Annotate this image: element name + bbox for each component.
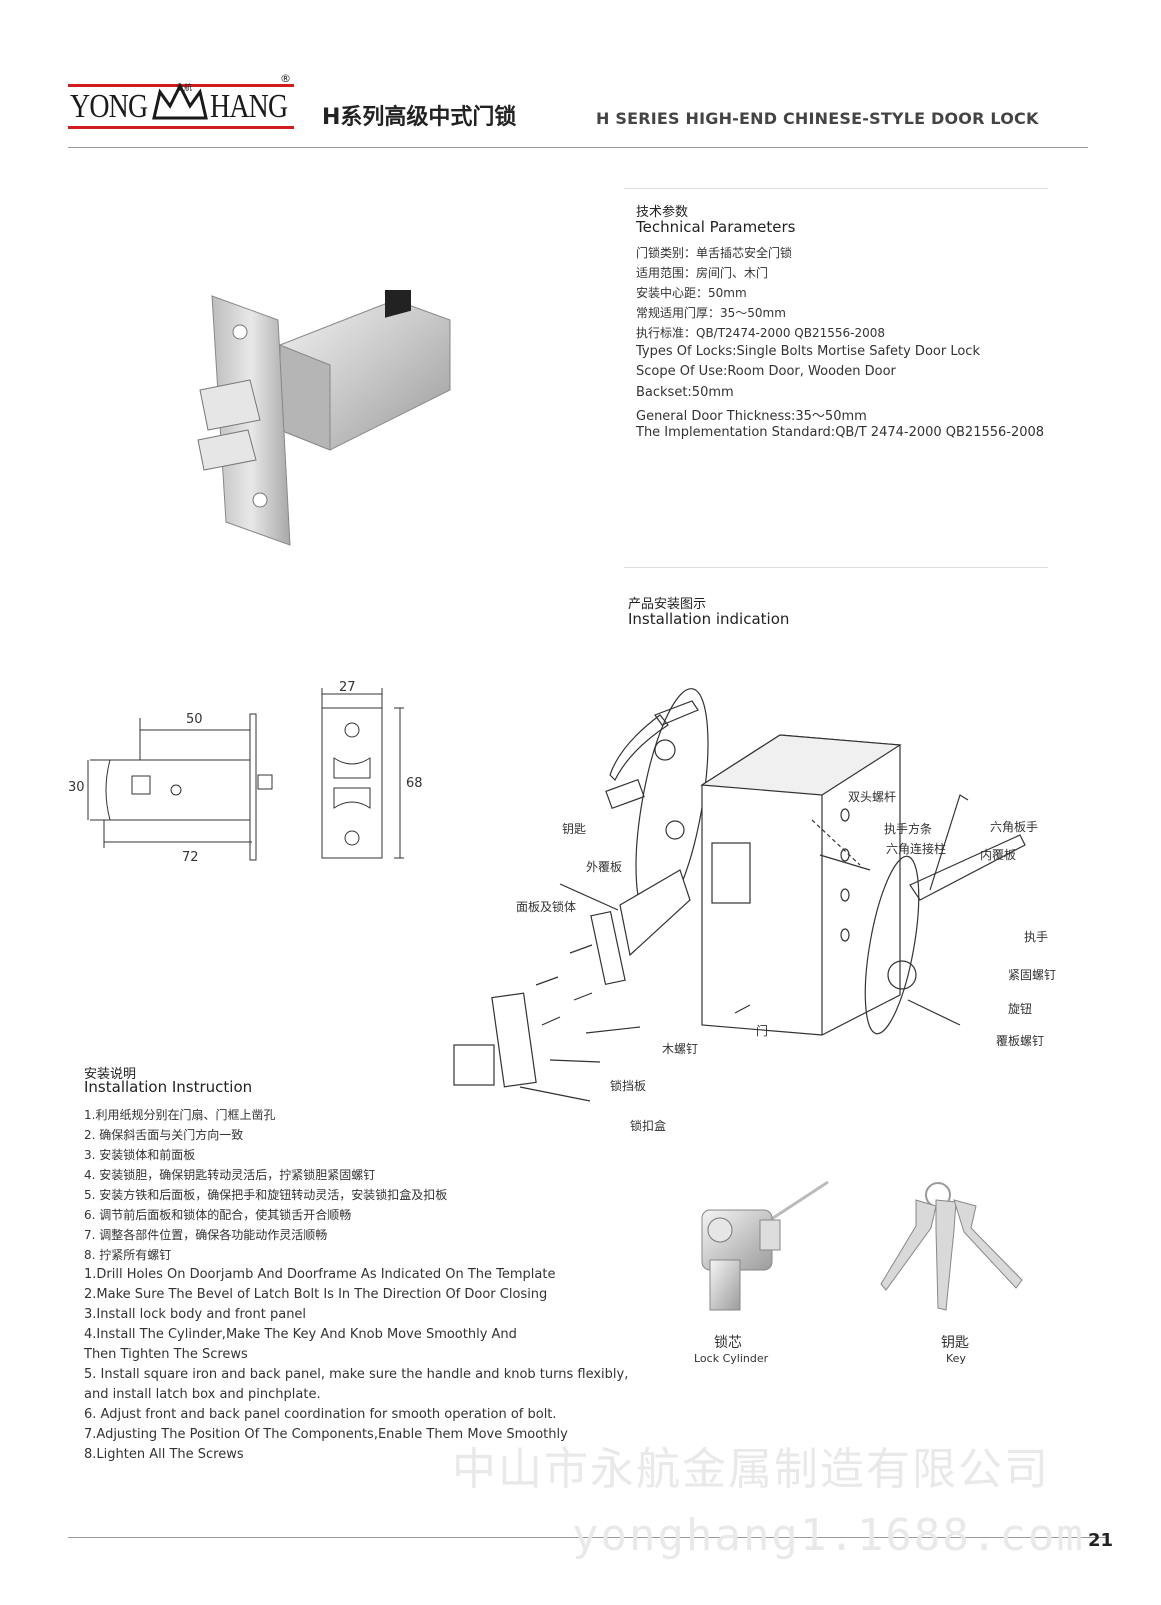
instruction-step: 1.Drill Holes On Doorjamb And Doorframe … [84, 1267, 556, 1282]
label-inner-cover: 内覆板 [980, 848, 1017, 862]
instruction-step: 5. Install square iron and back panel, m… [84, 1367, 629, 1382]
label-hex-post: 六角连接柱 [886, 842, 947, 856]
page-title-cn: H系列高级中式门锁 [322, 105, 517, 130]
instruction-step: 8.Lighten All The Screws [84, 1447, 244, 1462]
tech-param: Backset:50mm [636, 385, 734, 400]
tech-param: Scope Of Use:Room Door, Wooden Door [636, 364, 896, 379]
dim-50: 50 [186, 712, 203, 727]
label-knob: 旋钮 [1008, 1002, 1033, 1016]
keys-photo [880, 1182, 1023, 1311]
instruction-step: 7. 调整各部件位置，确保各功能动作灵活顺畅 [84, 1228, 328, 1242]
dimension-drawing [87, 688, 404, 861]
instruction-title-en: Installation Instruction [84, 1078, 253, 1096]
footer-rule [68, 1537, 1108, 1538]
label-strike-plate: 锁挡板 [610, 1079, 647, 1093]
instruction-step: and install latch box and pinchplate. [84, 1387, 321, 1402]
tech-title-cn: 技术参数 [636, 205, 689, 220]
instruction-step: 4. 安装锁胆，确保钥匙转动灵活后，拧紧锁胆紧固螺钉 [84, 1168, 376, 1182]
instruction-step: 4.Install The Cylinder,Make The Key And … [84, 1327, 517, 1342]
label-handle: 执手 [1024, 930, 1049, 944]
tech-param: 门锁类别：单舌插芯安全门锁 [636, 246, 793, 260]
header-rule [68, 147, 1088, 148]
tech-param: 执行标准：QB/T2474-2000 QB21556-2008 [636, 326, 885, 340]
svg-text:永航: 永航 [176, 82, 192, 92]
label-strike-box: 锁扣盒 [630, 1119, 667, 1133]
logo-text-right: HANG [210, 88, 288, 125]
tech-param: The Implementation Standard:QB/T 2474-20… [636, 425, 1045, 440]
key-caption-en: Key [946, 1352, 966, 1365]
dim-68: 68 [406, 776, 423, 791]
label-fix-screw: 紧固螺钉 [1008, 968, 1057, 982]
instruction-step: 1.利用纸规分别在门扇、门框上凿孔 [84, 1108, 276, 1122]
tech-param: 常规适用门厚：35～50mm [636, 306, 786, 320]
logo-text-left: YONG [70, 88, 148, 125]
instruction-step: 6. Adjust front and back panel coordinat… [84, 1407, 557, 1422]
label-outer-cover: 外覆板 [586, 860, 623, 874]
tech-param: 安装中心距：50mm [636, 286, 747, 300]
cylinder-caption-en: Lock Cylinder [694, 1352, 769, 1365]
dim-30: 30 [68, 780, 85, 795]
tech-param: 适用范围：房间门、木门 [636, 266, 769, 280]
label-door: 门 [756, 1024, 769, 1038]
label-hex-wrench: 六角板手 [990, 820, 1039, 834]
tech-param: General Door Thickness:35～50mm [636, 409, 867, 424]
install-title-cn: 产品安装图示 [628, 597, 707, 612]
instruction-step: 2. 确保斜舌面与关门方向一致 [84, 1128, 244, 1142]
key-caption-cn: 钥匙 [941, 1335, 969, 1351]
watermark-url: yonghang1.1688.com [572, 1510, 1085, 1561]
dim-72: 72 [182, 850, 199, 865]
tech-title-en: Technical Parameters [636, 218, 796, 236]
instruction-step: 7.Adjusting The Position Of The Componen… [84, 1427, 568, 1442]
instruction-step: 6. 调节前后面板和锁体的配合，使其锁舌开合顺畅 [84, 1208, 352, 1222]
label-key: 钥匙 [562, 822, 587, 836]
instruction-step: 3.Install lock body and front panel [84, 1307, 307, 1322]
dim-27: 27 [339, 680, 356, 695]
page-number: 21 [1088, 1530, 1114, 1551]
lock-cylinder-photo [701, 1180, 829, 1311]
instruction-step: 5. 安装方铁和后面板，确保把手和旋钮转动灵活，安装锁扣盒及扣板 [84, 1188, 448, 1202]
tech-bottom-rule [624, 567, 1048, 568]
page-title-en: H SERIES HIGH-END CHINESE-STYLE DOOR LOC… [596, 109, 1039, 128]
instruction-step: 2.Make Sure The Bevel of Latch Bolt Is I… [84, 1287, 548, 1302]
install-title-en: Installation indication [628, 610, 790, 628]
instruction-step: 8. 拧紧所有螺钉 [84, 1248, 172, 1262]
label-panel-body: 面板及锁体 [516, 900, 577, 914]
logo-bottom-rule [68, 126, 294, 129]
instruction-title-cn: 安装说明 [84, 1067, 137, 1082]
logo-mark-icon: 永航 [152, 82, 208, 120]
registered-mark: ® [280, 72, 291, 85]
mortise-lock-photo [197, 290, 451, 546]
tech-top-rule [624, 188, 1048, 189]
brand-logo: YONG 永航 HANG ® [68, 72, 298, 132]
instruction-step: Then Tighten The Screws [84, 1347, 248, 1362]
label-double-rod: 双头螺杆 [848, 790, 897, 804]
watermark-company: 中山市永航金属制造有限公司 [452, 1444, 1050, 1495]
label-cover-screw: 覆板螺钉 [996, 1034, 1045, 1048]
cylinder-caption-cn: 锁芯 [714, 1335, 742, 1351]
label-wood-screw: 木螺钉 [662, 1042, 699, 1056]
label-square-bar: 执手方条 [884, 822, 933, 836]
exploded-installation-diagram [453, 688, 1026, 1102]
instruction-step: 3. 安装锁体和前面板 [84, 1148, 196, 1162]
tech-param: Types Of Locks:Single Bolts Mortise Safe… [636, 344, 980, 359]
